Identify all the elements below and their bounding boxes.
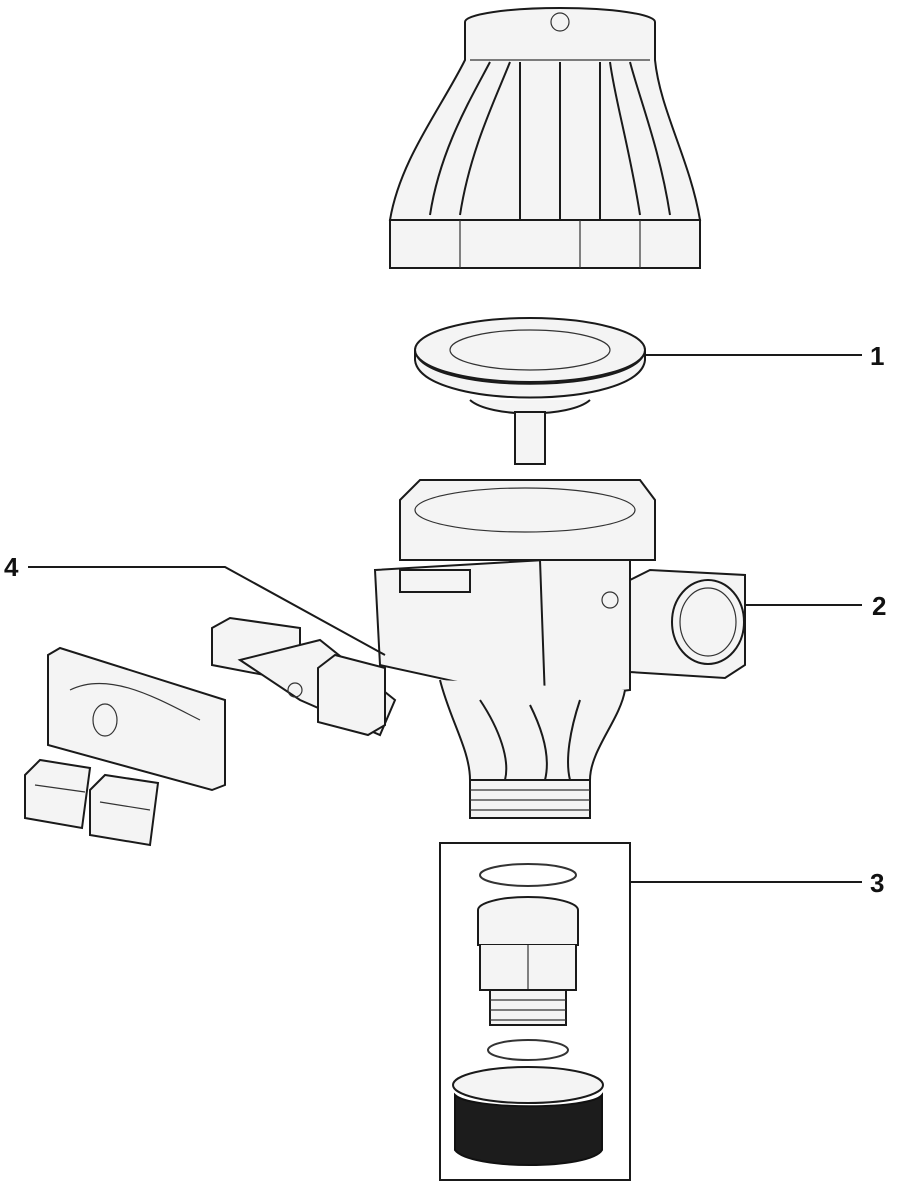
side-housing — [629, 568, 746, 680]
connectors — [24, 758, 160, 847]
top-cap — [388, 7, 702, 269]
electronic-board — [211, 616, 397, 737]
callout-2-label: 2 — [872, 591, 886, 621]
cover-plate — [47, 646, 226, 792]
callout-4-leader — [28, 566, 386, 656]
callout-4-label: 4 — [4, 552, 19, 582]
callout-1-label: 1 — [870, 341, 884, 371]
callout-3-label: 3 — [870, 868, 884, 898]
connector-kit — [452, 863, 604, 1166]
diaphragm-disc — [414, 317, 646, 465]
valve-body — [373, 479, 656, 819]
kit-frame — [439, 842, 631, 1181]
